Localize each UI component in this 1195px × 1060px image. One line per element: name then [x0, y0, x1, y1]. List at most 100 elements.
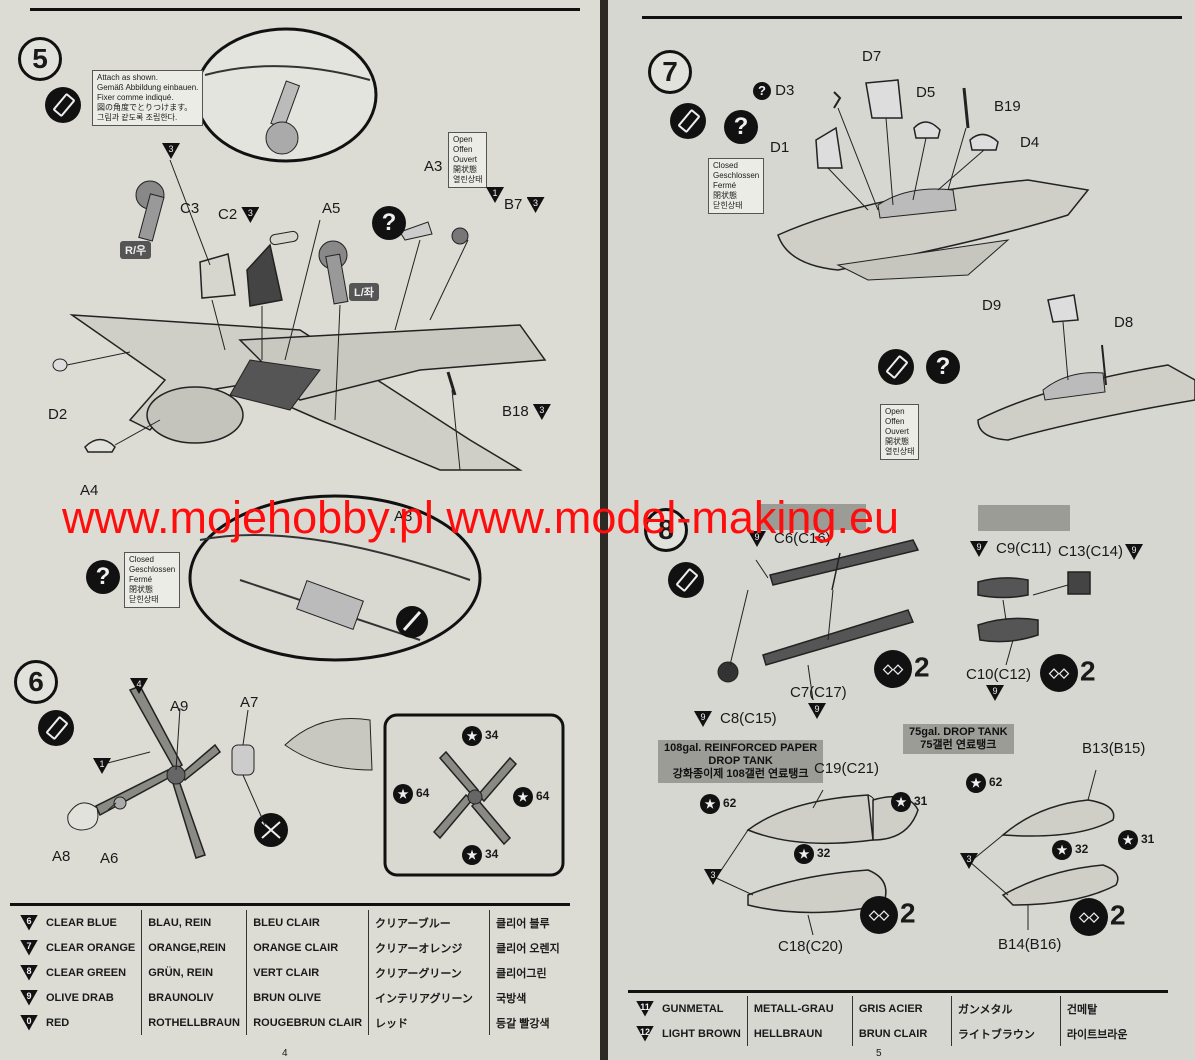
page-number: 4: [282, 1048, 288, 1059]
paint-triangle: 3: [162, 143, 180, 160]
paint-ref-b7-a: 1: [486, 186, 512, 204]
decal-number: 34: [485, 847, 499, 862]
part-label-a9: A9: [170, 698, 189, 715]
closed-note: Closed Geschlossen Fermé 閉状態 닫힌상태: [708, 158, 765, 214]
make-two-indicator: ◇◇2: [1040, 654, 1096, 692]
decal-32: ★32: [794, 844, 830, 864]
cement-glue-icon: [668, 562, 704, 598]
paint-triangle: 9: [20, 989, 38, 1006]
part-label-d7: D7: [862, 48, 882, 65]
star-icon: ★: [1118, 830, 1138, 850]
decal-number: 31: [914, 794, 928, 809]
part-label-c7: C7(C17): [790, 684, 847, 701]
paint-triangle: 9: [970, 541, 988, 558]
part-label-text: B18: [502, 403, 529, 420]
paint-triangle: 12: [636, 1025, 654, 1042]
color-kr: 클리어 블루: [489, 910, 573, 935]
color-en: 8 CLEAR GREEN: [14, 960, 142, 985]
part-label-d1: D1: [770, 139, 790, 156]
paint-triangle: 4: [130, 678, 148, 695]
color-de: METALL-GRAU: [746, 996, 853, 1021]
color-name: CLEAR GREEN: [46, 966, 127, 979]
left-side-tag: L/좌: [349, 283, 379, 301]
paint-triangle: 8: [20, 964, 38, 981]
decal-31: ★31: [891, 792, 927, 812]
paper-tank-header: 108gal. REINFORCED PAPER DROP TANK 강화종이제…: [658, 740, 824, 783]
part-label-text: C9(C11): [996, 540, 1052, 557]
step-number-7: 7: [648, 50, 692, 94]
note-line: 閉状態: [713, 191, 737, 200]
instruction-page-right: 7 ? Closed Geschlossen Fermé 閉状態 닫힌상태 ? …: [608, 0, 1195, 1060]
color-de: ORANGE,REIN: [141, 935, 247, 960]
paint-ref-tank75: 3: [960, 852, 986, 870]
color-table-rule: [628, 990, 1168, 993]
part-label-b7: B7 3: [504, 196, 553, 214]
make-two-indicator: ◇◇2: [1070, 898, 1126, 936]
make-two-indicator: ◇◇2: [874, 650, 930, 688]
paint-triangle: 0: [20, 1014, 38, 1031]
color-de: GRÜN, REIN: [141, 960, 247, 985]
question-mark-icon: ?: [926, 350, 960, 384]
step-number-8: 8: [644, 508, 688, 552]
quantity: 2: [914, 651, 930, 683]
drop-tank-header: 75gal. DROP TANK 75갤런 연료탱크: [903, 724, 1014, 754]
note-line: Offen: [885, 417, 905, 426]
color-fr: VERT CLAIR: [246, 960, 369, 985]
color-jp: クリアーグリーン: [368, 960, 490, 985]
color-kr: 등갈 빨강색: [489, 1010, 573, 1035]
part-label-b18: B18 3: [502, 403, 559, 421]
attach-as-shown-note: Attach as shown. Gemäß Abbildung einbaue…: [92, 70, 204, 126]
part-label-c9: 9 C9(C11): [970, 540, 1052, 558]
note-line: Closed: [129, 555, 154, 564]
decal-34-top: ★34: [462, 726, 498, 746]
color-fr: ROUGEBRUN CLAIR: [246, 1010, 369, 1035]
paint-triangle: 3: [704, 869, 722, 886]
note-line: Offen: [453, 145, 473, 154]
color-name: OLIVE DRAB: [46, 991, 114, 1004]
paint-triangle: 9: [1125, 544, 1144, 561]
decal-number: 32: [817, 846, 831, 861]
color-fr: BRUN OLIVE: [246, 985, 369, 1010]
note-line: 열린상태: [885, 447, 915, 456]
color-kr: 건메탈: [1059, 996, 1143, 1021]
color-name: GUNMETAL: [662, 1002, 724, 1015]
open-note: Open Offen Ouvert 開状態 열린상태: [880, 404, 920, 460]
note-line: Open: [453, 135, 473, 144]
top-rule: [30, 8, 580, 11]
question-mark-icon: ?: [86, 560, 120, 594]
page-number: 5: [876, 1048, 882, 1059]
part-label-a4: A4: [80, 482, 99, 499]
paint-ref-c7: 9: [808, 702, 834, 720]
paint-triangle: 9: [808, 703, 826, 720]
color-kr: 클리어그린: [489, 960, 573, 985]
top-rule: [642, 16, 1182, 19]
color-name: LIGHT BROWN: [662, 1027, 741, 1040]
question-mark-icon: ?: [372, 206, 406, 240]
part-label-c18: C18(C20): [778, 938, 844, 955]
two-parts-icon: ◇◇: [1070, 898, 1108, 936]
part-label-text: B7: [504, 196, 523, 213]
cement-glue-icon: [38, 710, 74, 746]
note-line: Ouvert: [885, 427, 910, 436]
decal-64-right: ★64: [513, 787, 549, 807]
decal-32-b: ★32: [1052, 840, 1088, 860]
right-side-tag: R/우: [120, 241, 152, 259]
part-label-text: C6(C16): [774, 530, 831, 547]
color-jp: クリアーブルー: [368, 910, 490, 935]
color-name: RED: [46, 1016, 70, 1029]
part-label-d5: D5: [916, 84, 936, 101]
part-label-d8: D8: [1114, 314, 1134, 331]
cement-glue-icon: [45, 87, 81, 123]
note-line: 開状態: [453, 165, 477, 174]
color-en: 12 LIGHT BROWN: [630, 1021, 747, 1046]
note-line: Closed: [713, 161, 738, 170]
part-label-text: C2: [218, 206, 238, 223]
note-line: 閉状態: [129, 585, 153, 594]
